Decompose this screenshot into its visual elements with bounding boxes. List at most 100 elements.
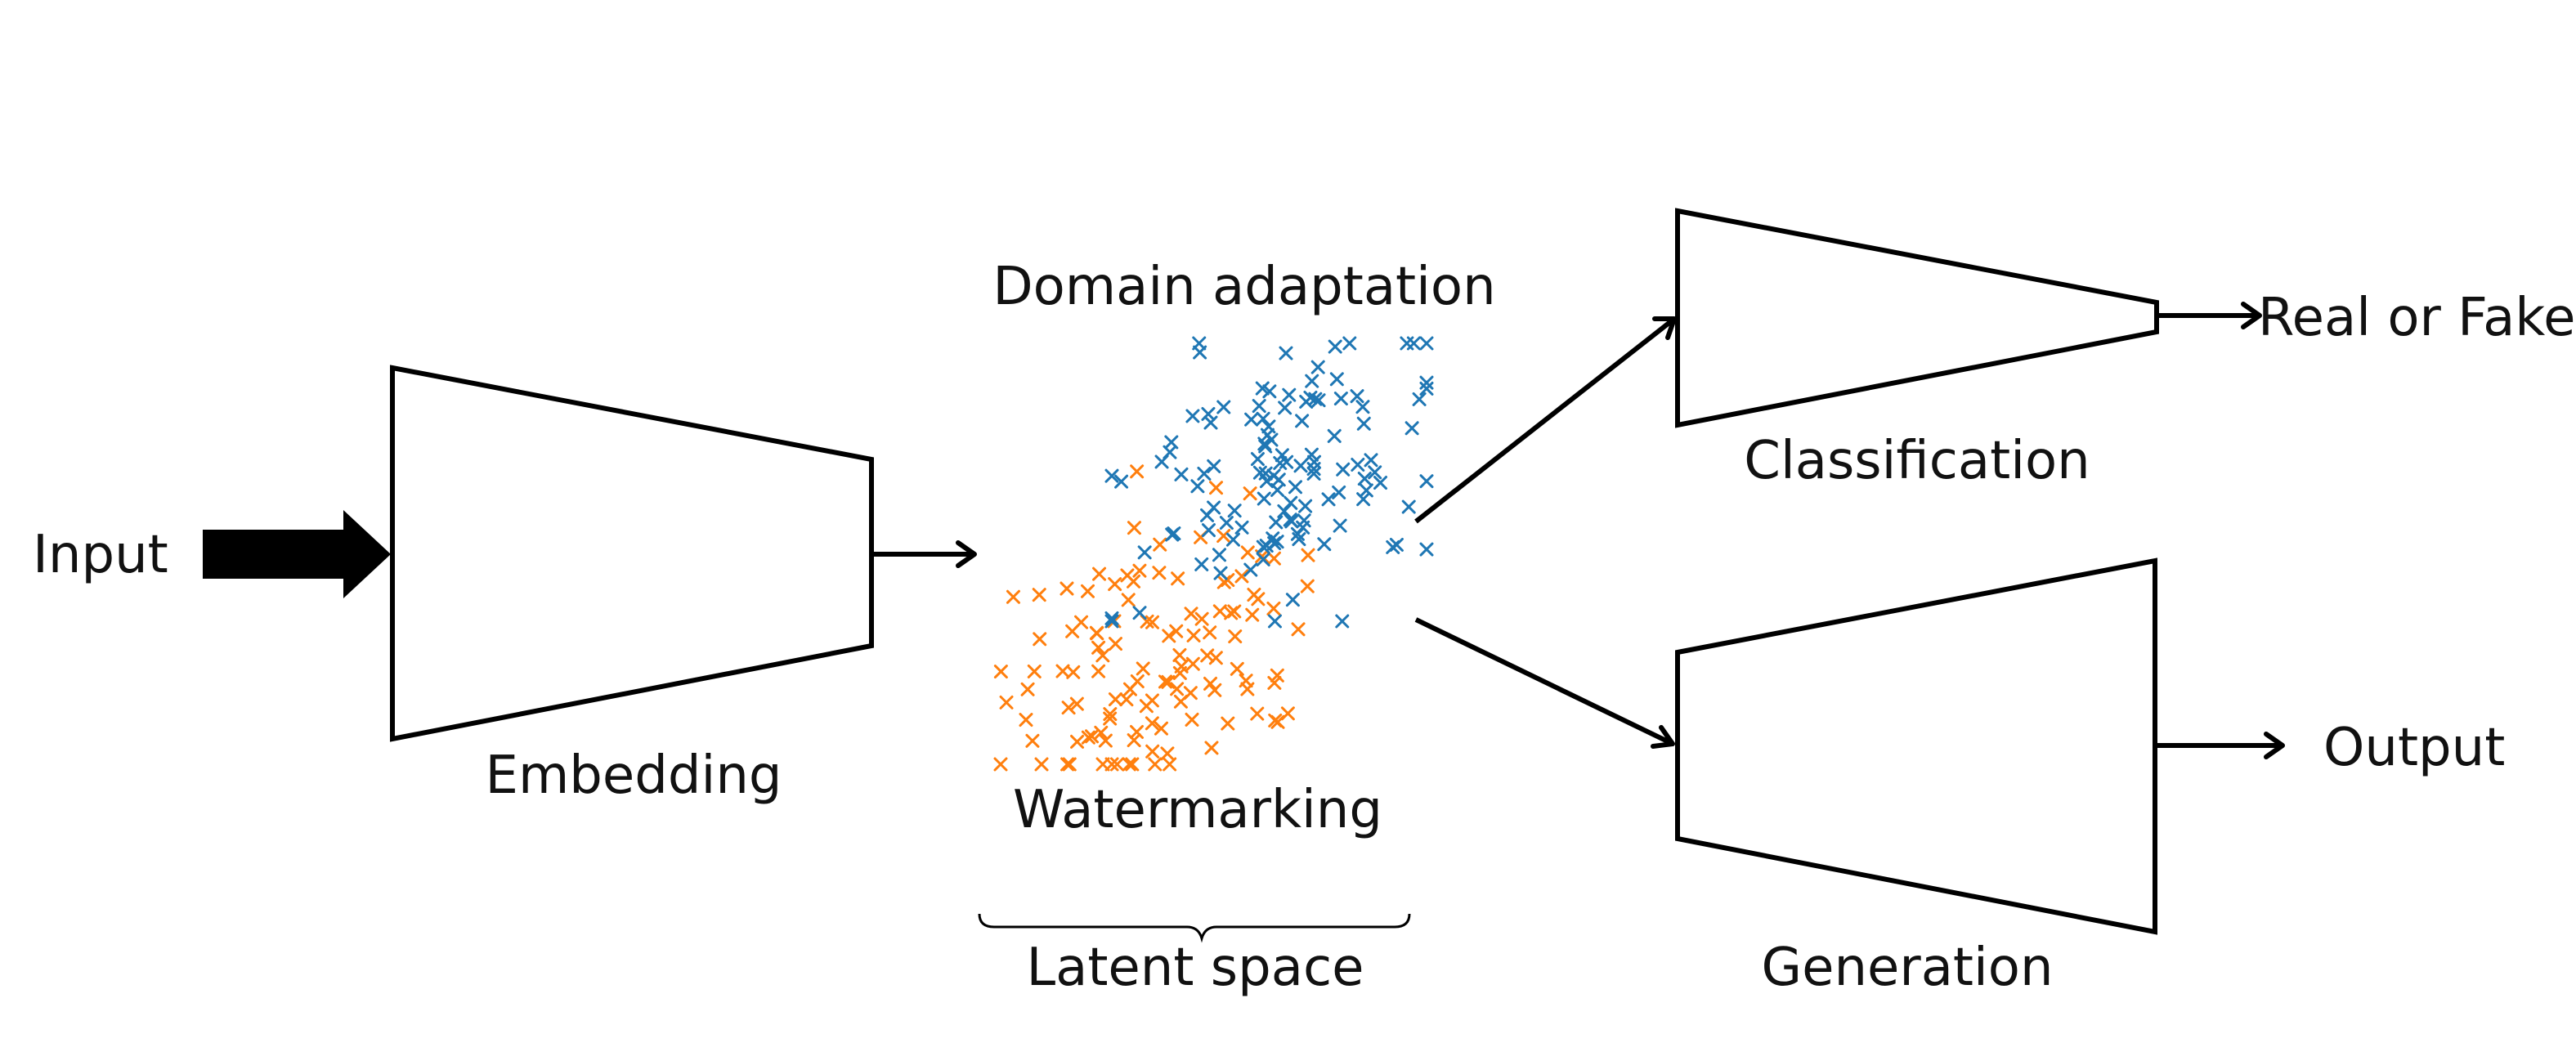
orange-point-marker bbox=[1070, 734, 1085, 749]
blue-point-marker bbox=[1373, 476, 1388, 490]
orange-point-marker bbox=[1216, 575, 1231, 589]
blue-point-marker bbox=[1227, 504, 1242, 518]
blue-point-marker bbox=[1252, 399, 1266, 414]
classification-label: Classification bbox=[1744, 431, 2090, 491]
blue-point-marker bbox=[1278, 401, 1292, 415]
orange-point-marker bbox=[1172, 665, 1187, 680]
orange-point-marker bbox=[1230, 661, 1244, 676]
orange-point-marker bbox=[1127, 574, 1141, 589]
orange-point-marker bbox=[1103, 711, 1118, 726]
blue-point-marker bbox=[1137, 545, 1152, 560]
orange-point-marker bbox=[1108, 637, 1122, 651]
orange-point-marker bbox=[1208, 651, 1223, 665]
blue-point-marker bbox=[1212, 548, 1226, 562]
orange-point-marker bbox=[1066, 665, 1081, 679]
orange-point-marker bbox=[1033, 632, 1047, 647]
blue-point-marker bbox=[1277, 504, 1292, 518]
orange-point-marker bbox=[1185, 656, 1200, 671]
blue-point-marker bbox=[1336, 462, 1351, 477]
orange-point-marker bbox=[1266, 601, 1281, 616]
orange-point-marker bbox=[1207, 683, 1222, 697]
blue-point-marker bbox=[1359, 483, 1373, 498]
blue-point-marker bbox=[1256, 552, 1270, 566]
blue-point-marker bbox=[1290, 526, 1305, 541]
blue-point-marker bbox=[1259, 474, 1274, 489]
blue-point-marker bbox=[1190, 479, 1205, 494]
blue-point-marker bbox=[1357, 472, 1372, 486]
orange-point-marker bbox=[1122, 682, 1137, 696]
blue-point-marker bbox=[1304, 447, 1319, 462]
orange-point-marker bbox=[1091, 640, 1106, 655]
embedding-to-latent-arrowhead bbox=[956, 540, 977, 568]
input-label: Input bbox=[33, 525, 168, 585]
blue-point-marker bbox=[1167, 526, 1181, 541]
orange-point-marker bbox=[1221, 716, 1235, 731]
blue-point-marker bbox=[1329, 372, 1344, 387]
blue-point-marker bbox=[1256, 411, 1270, 426]
orange-point-marker bbox=[1090, 626, 1104, 641]
orange-point-marker bbox=[1060, 581, 1074, 596]
blue-point-marker bbox=[1257, 436, 1272, 451]
orange-point-marker bbox=[1300, 579, 1315, 593]
generation-block bbox=[1675, 557, 2157, 935]
blue-point-marker bbox=[1256, 539, 1270, 554]
orange-point-marker bbox=[1173, 694, 1188, 709]
orange-point-marker bbox=[1130, 724, 1144, 739]
blue-point-marker bbox=[1257, 491, 1271, 506]
orange-point-marker bbox=[1245, 607, 1260, 622]
embedding-label: Embedding bbox=[486, 745, 782, 806]
orange-point-marker bbox=[1125, 757, 1140, 772]
blue-point-marker bbox=[1104, 614, 1119, 629]
orange-point-marker bbox=[1240, 545, 1255, 560]
orange-point-marker bbox=[1060, 757, 1075, 772]
latent-to-generation-arrow bbox=[1414, 617, 1674, 746]
orange-point-marker bbox=[1027, 664, 1042, 678]
orange-point-marker bbox=[1228, 629, 1243, 644]
orange-point-marker bbox=[1169, 624, 1184, 638]
orange-point-marker bbox=[1216, 529, 1231, 544]
watermarking-label: Watermarking bbox=[1013, 780, 1382, 840]
blue-point-marker bbox=[1213, 566, 1228, 580]
orange-point-marker bbox=[1162, 629, 1176, 643]
blue-point-marker bbox=[1279, 346, 1293, 360]
blue-point-marker bbox=[1114, 474, 1129, 489]
orange-point-marker bbox=[1154, 721, 1168, 736]
orange-point-marker bbox=[1061, 701, 1076, 715]
orange-point-marker bbox=[1019, 713, 1033, 727]
blue-point-marker bbox=[1321, 492, 1336, 507]
orange-point-marker bbox=[1127, 733, 1141, 748]
latent-space-brace bbox=[978, 913, 1411, 943]
orange-point-marker bbox=[1055, 664, 1070, 678]
latent-to-classification-arrowhead bbox=[1652, 316, 1677, 340]
blue-point-marker bbox=[1252, 465, 1267, 480]
blue-point-marker bbox=[1368, 465, 1382, 480]
orange-point-marker bbox=[1153, 537, 1167, 552]
blue-point-marker bbox=[1104, 611, 1119, 625]
orange-point-marker bbox=[1186, 628, 1201, 642]
orange-point-marker bbox=[1108, 577, 1122, 592]
orange-point-marker bbox=[1020, 682, 1035, 696]
blue-point-marker bbox=[1333, 392, 1348, 406]
orange-point-marker bbox=[1163, 757, 1177, 772]
blue-point-marker bbox=[1282, 387, 1297, 402]
blue-point-marker bbox=[1201, 523, 1216, 538]
blue-point-marker bbox=[1164, 435, 1179, 450]
blue-point-marker bbox=[1243, 562, 1258, 577]
orange-point-marker bbox=[1069, 696, 1084, 711]
blue-point-marker bbox=[1419, 542, 1434, 557]
orange-point-marker bbox=[1267, 675, 1282, 690]
orange-point-marker bbox=[1234, 569, 1249, 584]
blue-point-marker bbox=[1216, 400, 1231, 414]
orange-point-marker bbox=[1034, 757, 1049, 772]
orange-point-marker bbox=[1227, 604, 1242, 619]
orange-point-marker bbox=[1212, 604, 1227, 619]
blue-point-marker bbox=[1201, 406, 1216, 421]
orange-point-marker bbox=[1108, 692, 1122, 707]
orange-point-marker bbox=[993, 665, 1008, 679]
orange-point-marker bbox=[1148, 757, 1163, 772]
output-label: Output bbox=[2323, 718, 2505, 778]
orange-point-marker bbox=[1025, 733, 1040, 748]
orange-point-marker bbox=[1251, 592, 1266, 607]
blue-point-marker bbox=[1419, 336, 1434, 351]
orange-point-marker bbox=[1158, 674, 1172, 689]
